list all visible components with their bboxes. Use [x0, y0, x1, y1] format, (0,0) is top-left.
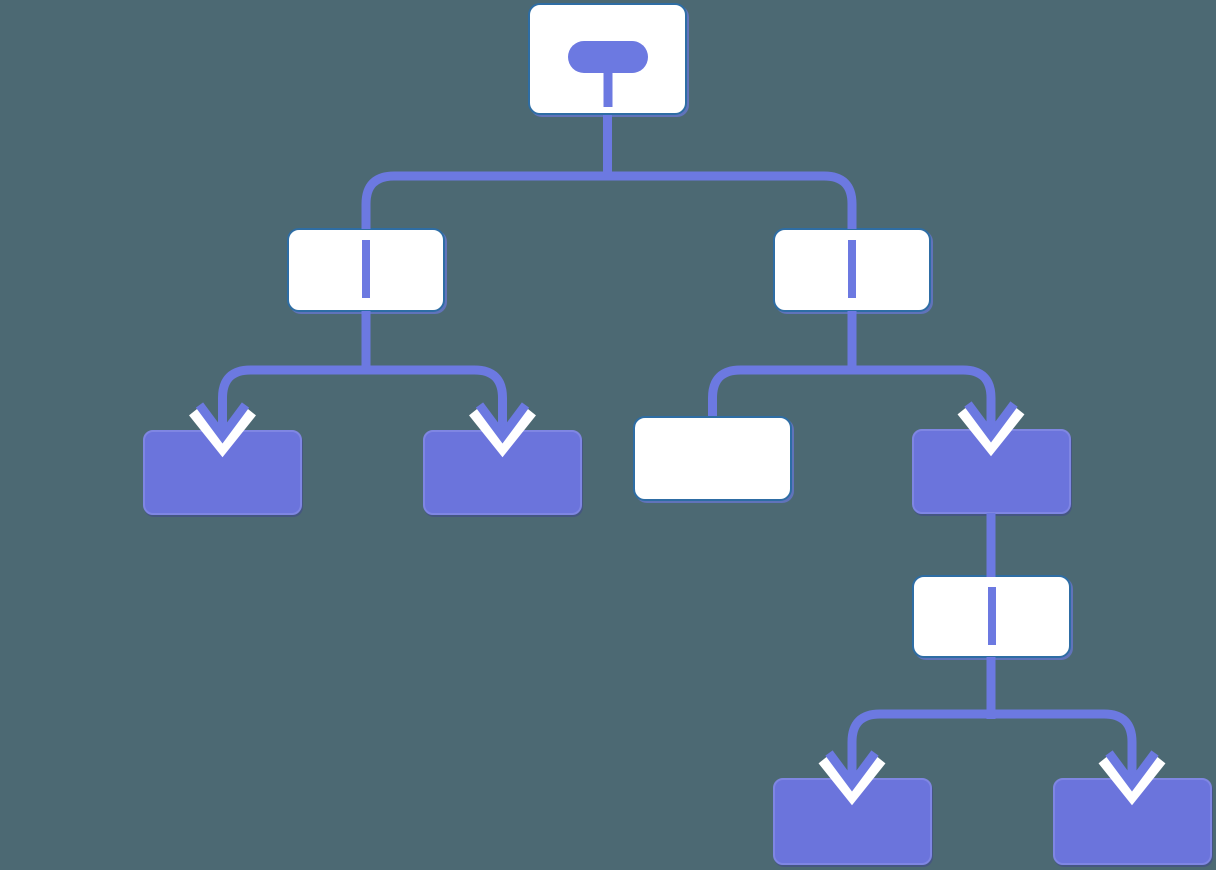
- node-leaf-left-1[interactable]: [143, 430, 302, 515]
- node-root[interactable]: [528, 3, 687, 115]
- divider-line-icon: [362, 240, 370, 298]
- node-leaf-right[interactable]: [912, 429, 1071, 514]
- connector-bottom-split: [847, 709, 1137, 780]
- node-leaf-bottom-2[interactable]: [1053, 778, 1212, 865]
- topic-pill-icon: [567, 41, 648, 73]
- topic-pill-stem-icon: [603, 71, 612, 107]
- divider-line-icon: [987, 587, 996, 645]
- connector-level1-split: [361, 171, 857, 229]
- node-leaf-left-2[interactable]: [423, 430, 582, 515]
- node-branch-left[interactable]: [287, 228, 445, 312]
- node-leaf-bottom-1[interactable]: [773, 778, 932, 865]
- node-branch-right[interactable]: [773, 228, 931, 312]
- divider-line-icon: [848, 240, 856, 298]
- node-branch-bottom[interactable]: [912, 575, 1071, 658]
- connector-left-split: [218, 365, 507, 432]
- node-card-right-child[interactable]: [633, 416, 792, 501]
